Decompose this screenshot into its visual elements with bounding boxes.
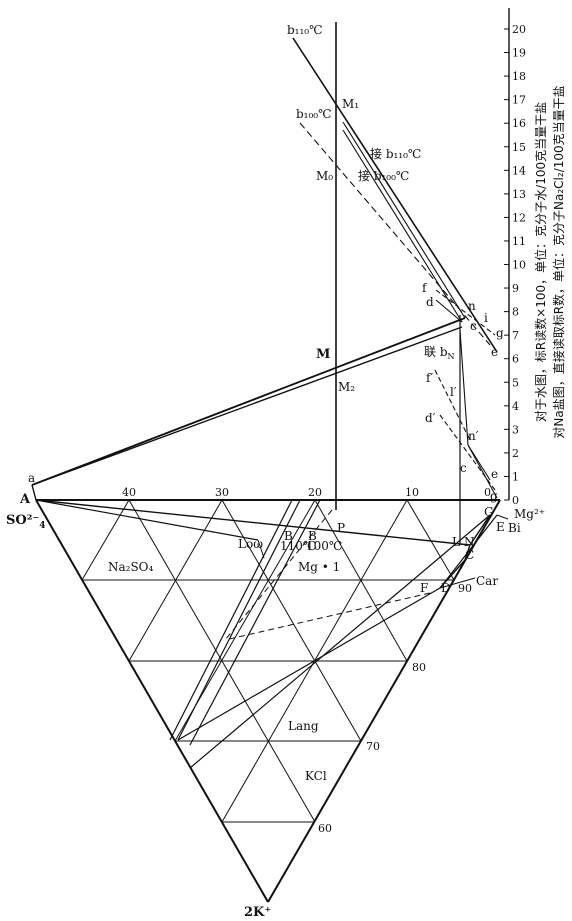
point-F: F <box>420 581 428 595</box>
point-a: a <box>28 471 35 485</box>
point-g: g <box>496 326 504 340</box>
point-B-110: B <box>284 529 293 543</box>
point-M: M <box>316 347 330 362</box>
right-tick-70: 70 <box>366 740 380 753</box>
point-e: e <box>491 345 498 359</box>
right-tick-80: 80 <box>412 661 426 674</box>
r-axis-tick-label: 12 <box>512 211 526 224</box>
vertex-a: A <box>19 492 31 507</box>
point-L: L <box>452 535 460 549</box>
axis-note-water: 对于水图，标R读数×100，单位：克分子水/100克当量干盐 <box>533 102 548 422</box>
r-axis-tick-label: 11 <box>512 235 526 248</box>
point-M2: M₂ <box>338 380 355 394</box>
point-d-prime: d′ <box>425 411 436 425</box>
point-e-lower: e <box>491 467 498 481</box>
region-car: Car <box>476 574 498 588</box>
point-g-lower: g <box>490 489 498 503</box>
r-axis-tick-label: 13 <box>512 188 526 201</box>
r-axis-tick-label: 3 <box>512 423 519 436</box>
r-axis-tick-label: 17 <box>512 94 526 107</box>
top-tick-10: 10 <box>405 486 419 499</box>
r-axis-tick-label: 5 <box>512 376 519 389</box>
point-i: i <box>484 311 488 325</box>
r-axis-tick-label: 0 <box>512 494 519 507</box>
r-axis-tick-label: 9 <box>512 282 519 295</box>
point-c: c <box>470 319 477 333</box>
vertex-mg: Mg²⁺ <box>514 507 545 521</box>
label-join-b100: 接 b₁₀₀℃ <box>358 168 409 183</box>
point-c-lower: c <box>460 461 467 475</box>
region-bi: Bi <box>508 521 521 535</box>
label-lian: 联 bN <box>424 345 455 361</box>
region-na2so4: Na₂SO₄ <box>108 560 154 574</box>
field-boundaries <box>35 499 509 769</box>
r-axis-tick-label: 6 <box>512 353 519 366</box>
region-lang: Lang <box>288 719 319 733</box>
point-n-prime: n′ <box>468 429 479 443</box>
point-f-prime: f′ <box>426 371 433 385</box>
projection-lines <box>31 22 498 545</box>
r-axis <box>504 8 510 501</box>
vertex-so4: SO²⁻4 <box>6 513 46 531</box>
point-B-100: B <box>308 529 317 543</box>
triangle-frame <box>35 499 501 903</box>
r-axis-tick-label: 19 <box>512 47 526 60</box>
point-M1: M₁ <box>342 97 359 111</box>
point-N: N <box>464 535 475 549</box>
point-B-100-temp: 100℃ <box>306 539 342 553</box>
r-axis-tick-label: 1 <box>512 470 519 483</box>
point-f: f <box>422 281 428 295</box>
top-tick-20: 20 <box>308 486 322 499</box>
point-b100: b₁₀₀℃ <box>296 107 332 121</box>
r-axis-tick-label: 4 <box>512 400 519 413</box>
region-kcl: KCl <box>305 769 327 783</box>
point-b110: b₁₁₀℃ <box>287 23 323 37</box>
label-join-b110: 接 b₁₁₀℃ <box>370 146 421 161</box>
r-axis-tick-label: 20 <box>512 23 526 36</box>
r-axis-tick-label: 18 <box>512 70 526 83</box>
top-tick-30: 30 <box>215 486 229 499</box>
top-tick-40: 40 <box>122 486 136 499</box>
point-M0: M₀ <box>316 169 333 183</box>
r-axis-tick-label: 8 <box>512 306 519 319</box>
r-axis-tick-label: 10 <box>512 259 526 272</box>
r-axis-tick-label: 7 <box>512 329 519 342</box>
r-axis-tick-label: 14 <box>512 164 526 177</box>
r-axis-tick-label: 2 <box>512 447 519 460</box>
vertex-k: 2K⁺ <box>244 905 271 920</box>
point-B-110-temp: 110℃ <box>280 539 316 553</box>
point-P: P <box>337 521 345 535</box>
r-axis-tick-label: 15 <box>512 141 526 154</box>
point-D: D <box>441 581 451 595</box>
point-E: E <box>496 520 505 534</box>
point-l-prime: l′ <box>450 385 457 399</box>
point-G: G <box>484 505 494 519</box>
right-tick-90: 90 <box>458 582 472 595</box>
point-C: C <box>465 548 474 562</box>
top-tick-0: 0 <box>484 486 491 499</box>
point-n: n <box>468 299 476 313</box>
point-d: d <box>426 295 434 309</box>
region-mg1: Mg • 1 <box>298 560 340 574</box>
axis-note-na: 对Na盐图，直接读取标R数，单位：克分子Na₂Cl₂/100克当量干盐 <box>551 85 566 438</box>
right-tick-60: 60 <box>318 822 332 835</box>
region-loew: Loω <box>238 537 263 551</box>
r-axis-tick-label: 16 <box>512 117 526 130</box>
